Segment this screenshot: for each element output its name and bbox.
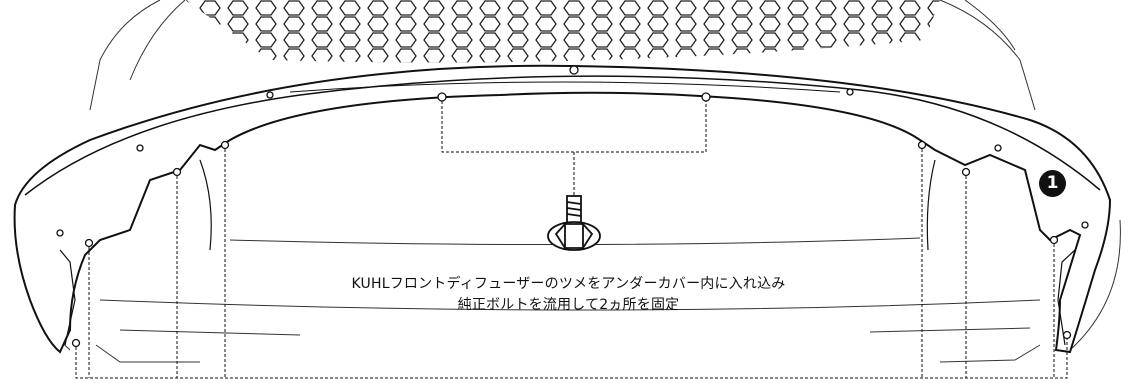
instruction-line-1: KUHLフロントディフューザーのツメをアンダーカバー内に入れ込み — [351, 276, 786, 292]
diffuser-lip — [24, 75, 1101, 196]
leader-lines — [75, 101, 1068, 379]
bolt-icon — [547, 195, 601, 251]
step-number-badge: 1 — [1039, 170, 1066, 197]
instruction-line-2: 純正ボルトを流用して2ヵ所を固定 — [457, 297, 680, 313]
